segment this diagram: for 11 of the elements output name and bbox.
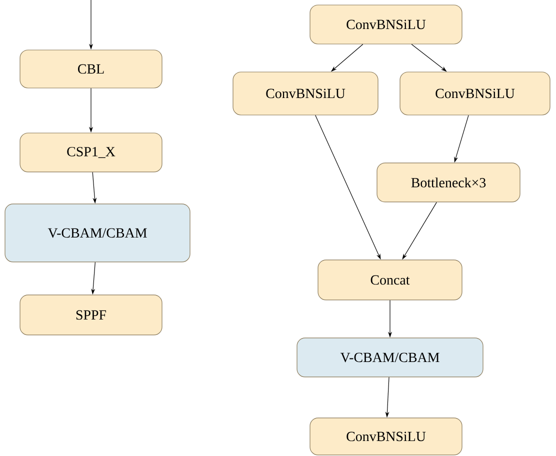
process-box: V-CBAM/CBAM bbox=[4, 204, 190, 262]
process-box: CSP1_X bbox=[20, 132, 162, 172]
process-box: ConvBNSiLU bbox=[310, 418, 462, 456]
process-box: SPPF bbox=[20, 294, 162, 336]
process-box: Bottleneck×3 bbox=[376, 162, 520, 202]
process-box: ConvBNSiLU bbox=[310, 4, 462, 44]
process-box: ConvBNSiLU bbox=[400, 72, 550, 116]
process-box: ConvBNSiLU bbox=[232, 72, 378, 116]
process-box: V-CBAM/CBAM bbox=[296, 338, 484, 378]
process-box: CBL bbox=[20, 50, 162, 88]
process-box: Concat bbox=[318, 260, 462, 300]
